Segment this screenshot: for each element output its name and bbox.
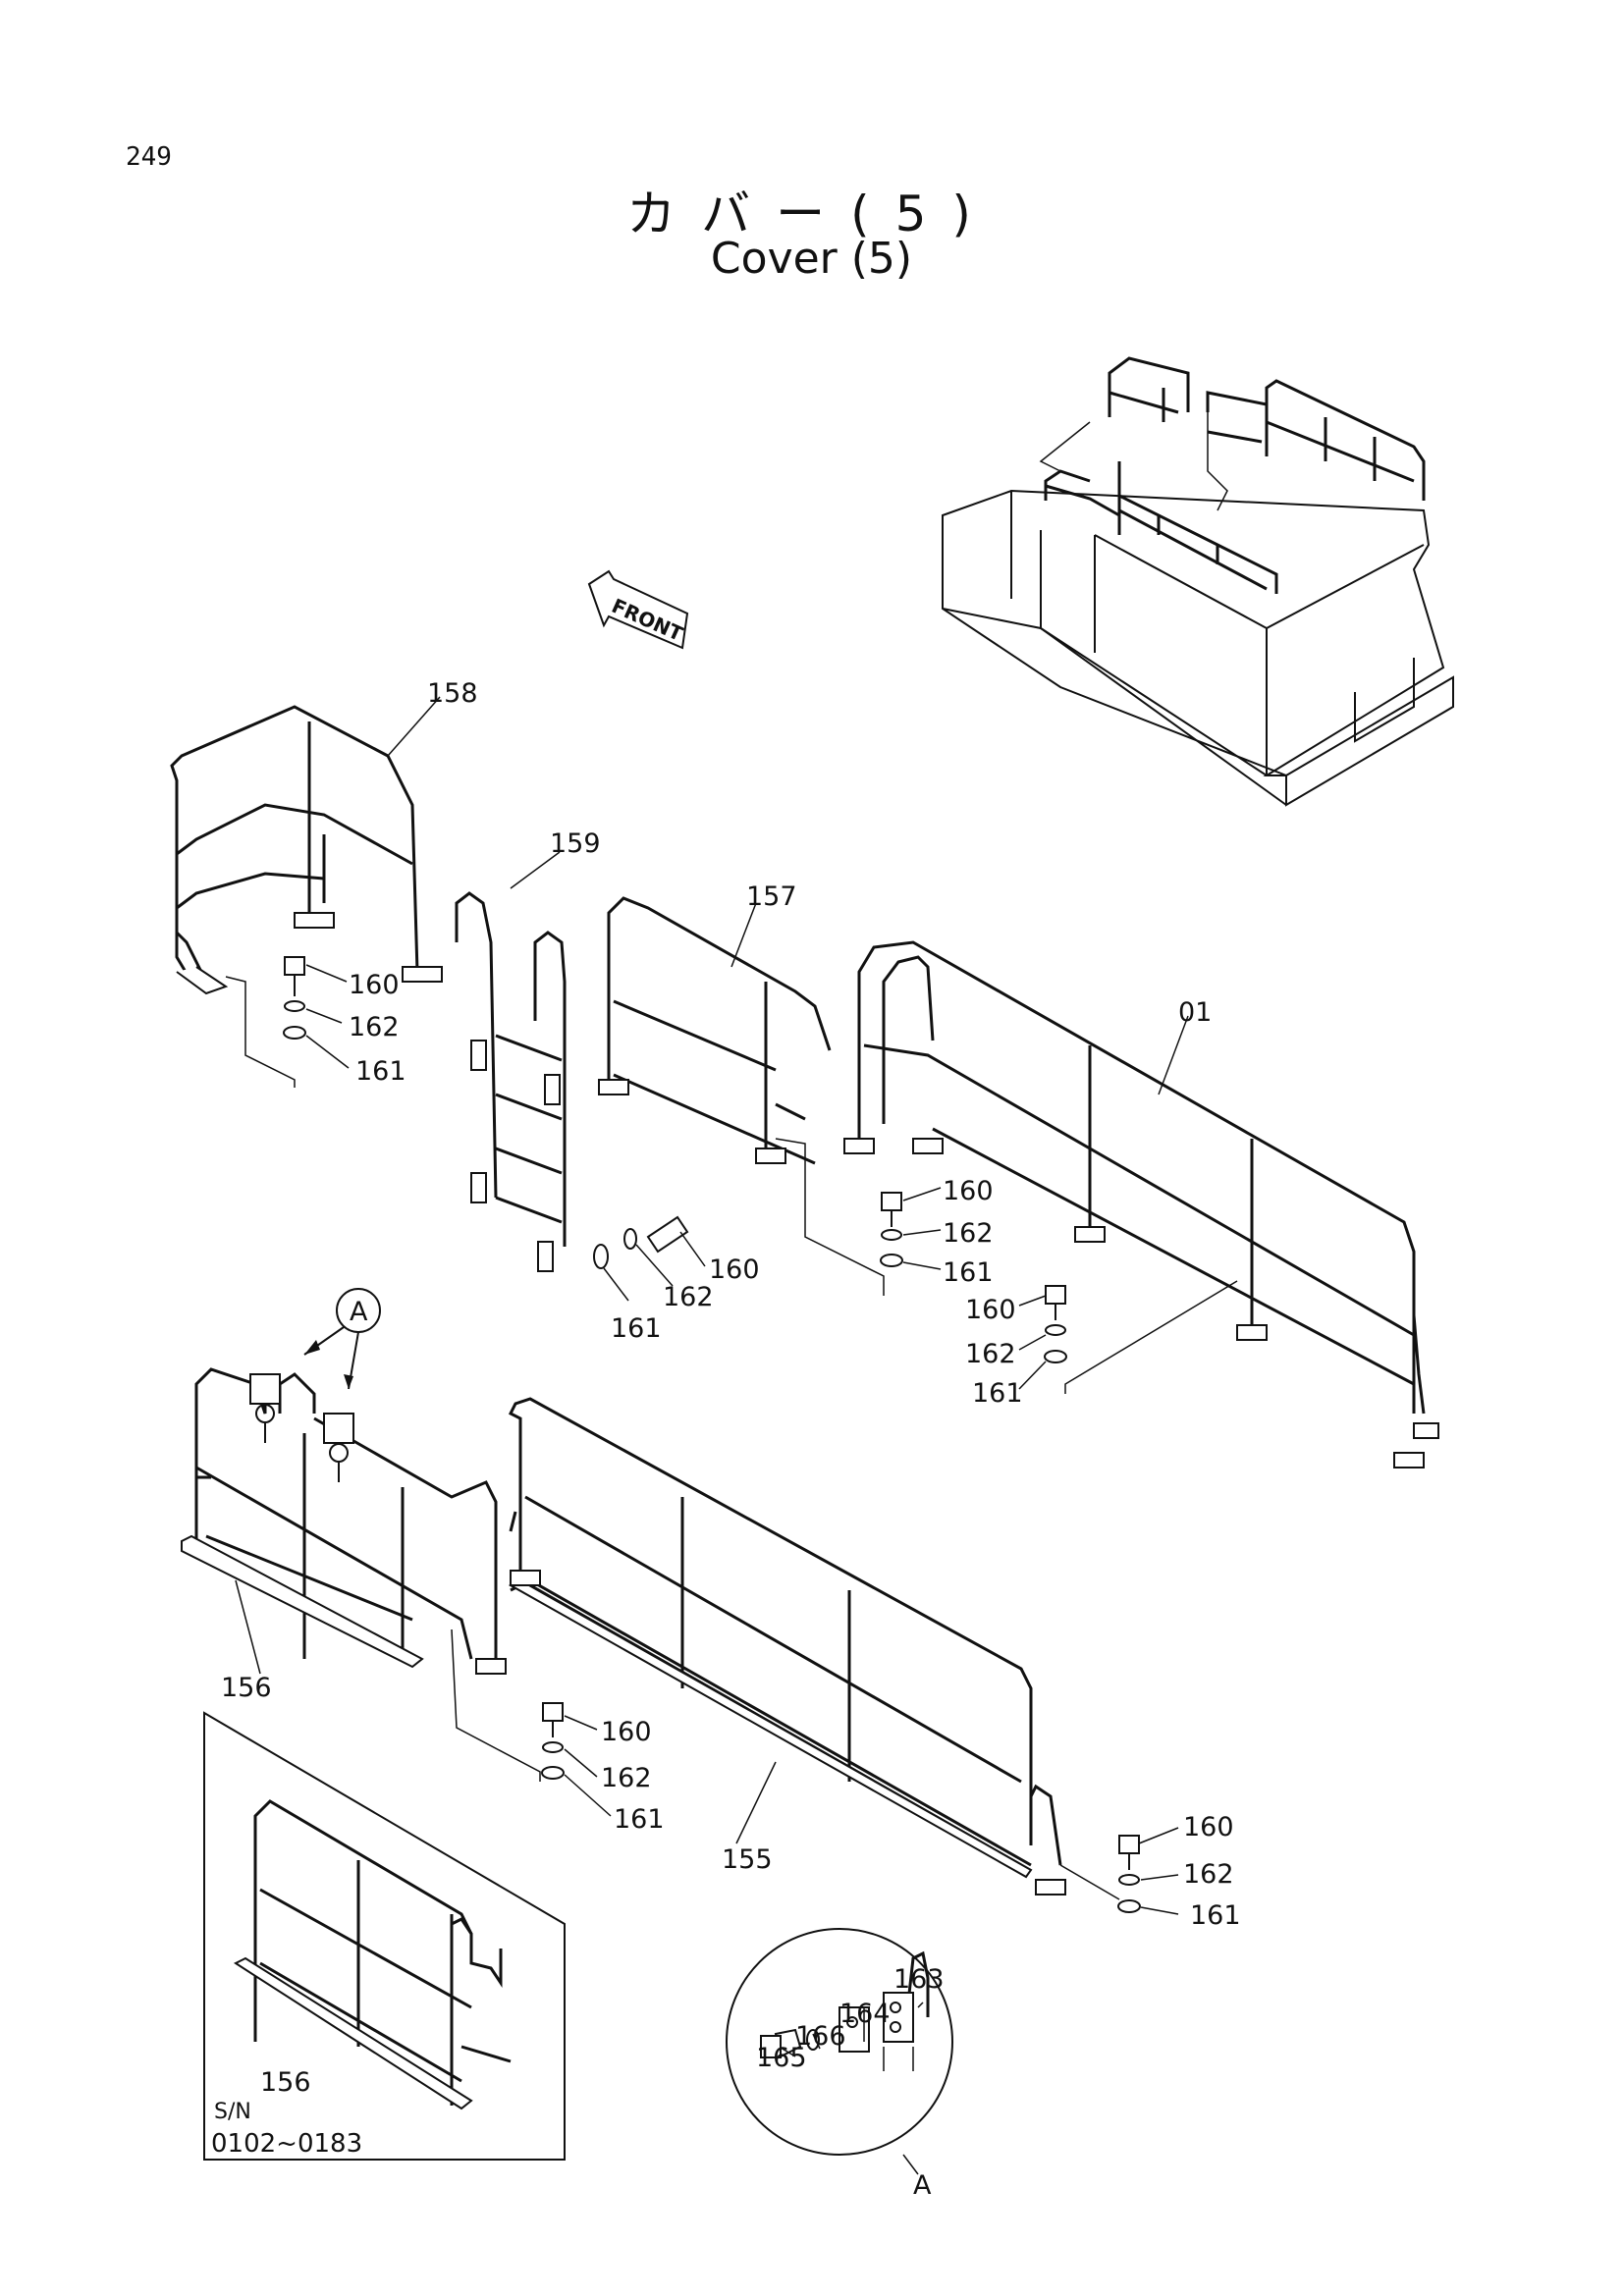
ladder-159-drawing [455,891,567,1272]
inset-sn-range: 0102~0183 [211,2129,362,2159]
detail-a-callout [303,1288,381,1390]
railing-156-drawing [181,1367,541,1782]
leader-lines [235,696,1189,2057]
detail-a-view-label: A [913,2170,932,2201]
part-label-160-e: 160 [601,1717,652,1747]
part-label-165: 165 [756,2043,807,2073]
part-label-161-c: 161 [972,1378,1023,1409]
part-label-164: 164 [839,1999,891,2029]
page-number: 249 [126,142,172,172]
part-label-161-e: 161 [614,1804,665,1835]
part-label-161-f: 161 [1190,1900,1241,1931]
part-label-158: 158 [427,678,478,709]
machine-overview-drawing [942,356,1454,807]
front-label: FRONT [608,594,686,646]
part-label-156: 156 [221,1673,272,1703]
part-label-01: 01 [1178,997,1212,1028]
detail-a-callout-letter: A [350,1297,368,1327]
part-labels: 158 159 157 01 156 155 160 162 161 160 1… [211,678,1241,2201]
railing-01-drawing [843,940,1439,1468]
inset-sn-label: S/N [214,2100,251,2124]
railing-157-drawing [598,896,885,1296]
railing-158-drawing [170,705,443,1088]
part-label-161-a: 161 [355,1056,406,1087]
part-label-155: 155 [722,1844,773,1875]
part-label-161-d: 161 [611,1313,662,1344]
part-label-166: 166 [795,2021,846,2052]
part-label-160-c: 160 [965,1295,1016,1325]
part-label-159: 159 [550,828,601,859]
part-label-162-b: 162 [943,1218,994,1249]
part-label-162-e: 162 [601,1763,652,1793]
part-label-160-d: 160 [709,1255,760,1285]
inset-part-label-156: 156 [260,2067,311,2098]
railing-155-drawing [508,1397,1120,1900]
part-label-162-d: 162 [663,1282,714,1312]
part-label-162-c: 162 [965,1339,1016,1369]
part-label-160-a: 160 [349,970,400,1000]
part-label-160-b: 160 [943,1176,994,1206]
part-label-162-f: 162 [1183,1859,1234,1890]
clamp-drawing [249,1373,354,1482]
part-label-160-f: 160 [1183,1812,1234,1842]
title-japanese: カバー(5) [626,186,997,242]
detail-a-view [726,1928,953,2175]
part-label-161-b: 161 [943,1257,994,1288]
serial-number-inset [203,1711,566,2161]
part-label-162-a: 162 [349,1012,400,1042]
title-english: Cover (5) [710,234,913,284]
part-label-157: 157 [746,881,797,912]
front-direction-arrow: FRONT [587,569,689,650]
hardware-stacks [283,956,1141,1913]
part-label-163: 163 [893,1964,945,1995]
